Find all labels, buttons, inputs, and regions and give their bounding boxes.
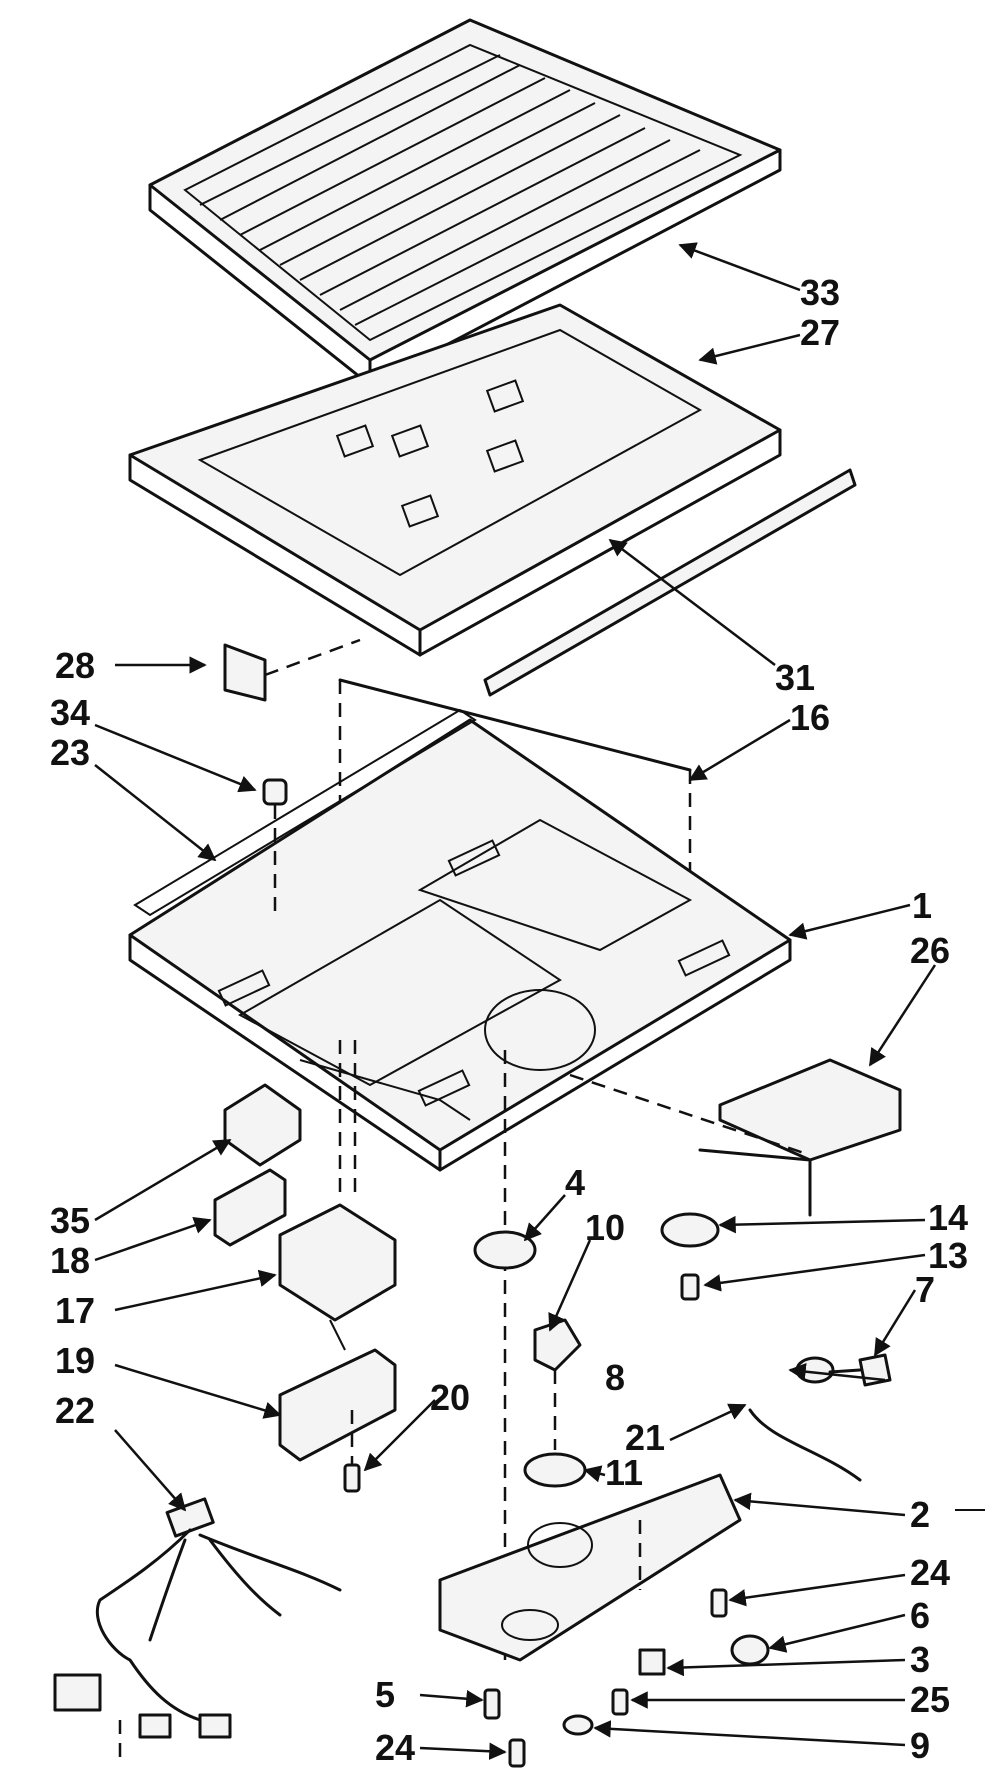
- block-28: [223, 638, 361, 702]
- callout-7: 7: [915, 1269, 935, 1310]
- callout-20: 20: [430, 1377, 470, 1418]
- callout-24-right: 24: [910, 1552, 950, 1593]
- plug-34: [262, 778, 288, 915]
- callout-3: 3: [910, 1639, 930, 1680]
- callout-17: 17: [55, 1290, 95, 1331]
- strip-31: [483, 468, 857, 697]
- hardware-screws: [483, 1588, 770, 1768]
- callout-1: 1: [912, 885, 932, 926]
- clip-35: [223, 1083, 302, 1167]
- callout-16: 16: [790, 697, 830, 738]
- callout-6: 6: [910, 1595, 930, 1636]
- callout-14: 14: [928, 1197, 968, 1238]
- callout-28: 28: [55, 645, 95, 686]
- mount-14-13: [660, 1212, 720, 1301]
- callout-35: 35: [50, 1200, 90, 1241]
- callout-31: 31: [775, 657, 815, 698]
- callout-8: 8: [605, 1357, 625, 1398]
- bracket-19: [278, 1319, 397, 1462]
- callout-33: 33: [800, 272, 840, 313]
- callout-27: 27: [800, 312, 840, 353]
- callout-34: 34: [50, 692, 90, 733]
- callout-4: 4: [565, 1162, 585, 1203]
- callout-labels: 33 27 31 16 28 34 23 1 26 35 18 17 19 22…: [50, 272, 968, 1768]
- callout-25: 25: [910, 1679, 950, 1720]
- callout-13: 13: [928, 1235, 968, 1276]
- callout-10: 10: [585, 1207, 625, 1248]
- callout-5: 5: [375, 1674, 395, 1715]
- callout-11: 11: [605, 1452, 643, 1493]
- main-housing-1: [128, 708, 792, 1172]
- grille-slats: [199, 54, 701, 326]
- callout-2: 2: [910, 1494, 930, 1535]
- callout-22: 22: [55, 1390, 95, 1431]
- callout-21: 21: [625, 1417, 665, 1458]
- callout-18: 18: [50, 1240, 90, 1281]
- control-box-17: [278, 1040, 397, 1322]
- switch-18: [213, 1168, 287, 1247]
- grille-cover-33: [148, 18, 782, 387]
- base-plate-2: [438, 1473, 742, 1662]
- screw-20: [343, 1410, 361, 1493]
- callout-19: 19: [55, 1340, 95, 1381]
- callout-23: 23: [50, 732, 90, 773]
- leader-lines: [94, 242, 937, 1760]
- frame-tray-27: [128, 303, 782, 657]
- callout-9: 9: [910, 1725, 930, 1766]
- callout-24-bottom: 24: [375, 1727, 415, 1768]
- wire-harness-22: [53, 1497, 342, 1760]
- shield-26: [569, 1058, 902, 1217]
- callout-26: 26: [910, 930, 950, 971]
